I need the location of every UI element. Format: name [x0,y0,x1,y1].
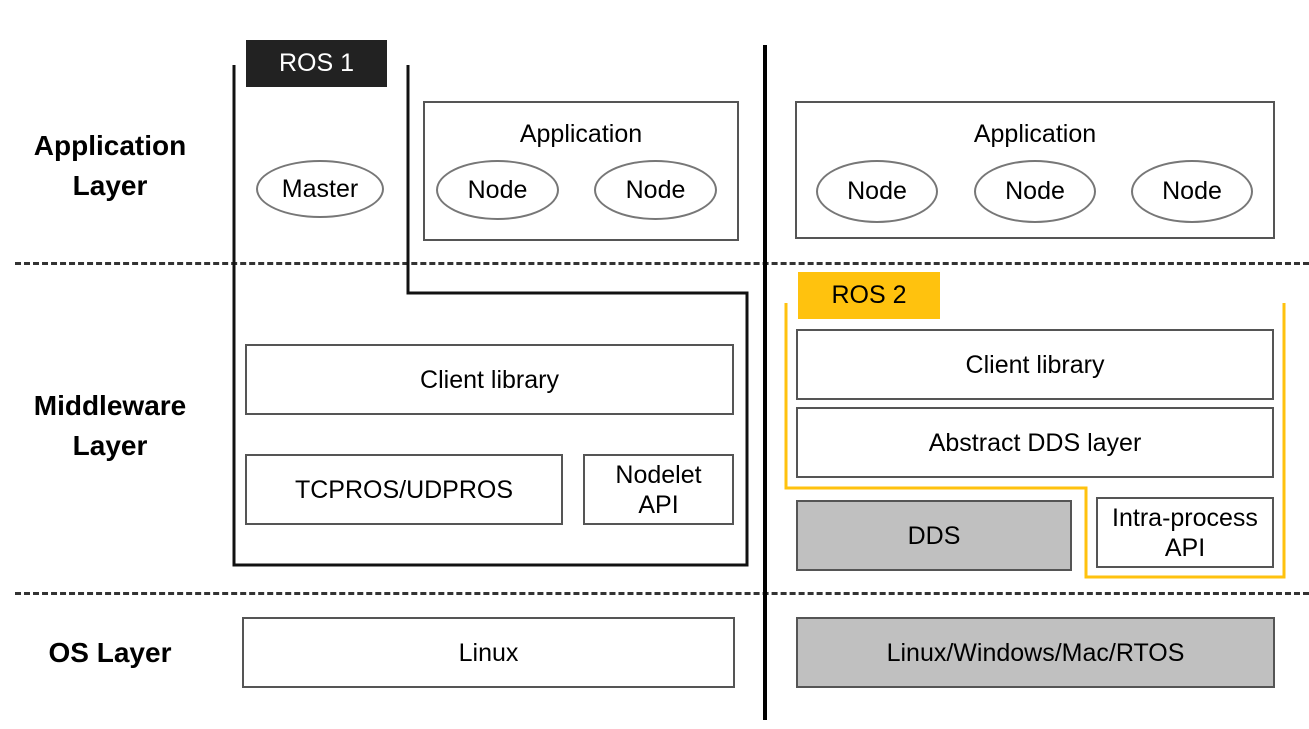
os-layer-label: OS Layer [48,637,172,668]
ros2-dds: DDS [796,500,1072,571]
ros1-node-1: Node [436,160,559,220]
ros1-master-node: Master [256,160,384,218]
middleware-layer-label-line2: Layer [72,430,148,461]
ros2-intra-process-api-line1: Intra-process [1112,503,1258,532]
middleware-layer-label: Middleware Layer [10,386,210,466]
ros2-node-3: Node [1131,160,1253,223]
ros2-node-1: Node [816,160,938,223]
ros2-intra-process-api-line2: API [1164,533,1206,562]
ros2-intra-process-api: Intra-process API [1096,497,1274,568]
ros2-application-title: Application [973,120,1097,148]
ros2-client-library: Client library [796,329,1274,400]
ros1-tag: ROS 1 [246,40,387,87]
layer-divider-middleware-os [15,592,1309,595]
ros1-ros2-divider [763,45,767,720]
ros1-nodelet-api: Nodelet API [583,454,734,525]
ros1-os-linux: Linux [242,617,735,688]
ros1-nodelet-api-line2: API [638,490,679,519]
ros1-node-2: Node [594,160,717,220]
application-layer-label-line2: Layer [72,170,148,201]
ros2-node-2: Node [974,160,1096,223]
ros2-os: Linux/Windows/Mac/RTOS [796,617,1275,688]
ros2-boundary [784,303,1286,579]
ros2-abstract-dds-layer: Abstract DDS layer [796,407,1274,478]
ros1-client-library: Client library [245,344,734,415]
application-layer-label-line1: Application [33,130,187,161]
ros1-nodelet-api-line1: Nodelet [615,460,702,489]
ros1-application-title: Application [519,120,643,148]
ros1-transport: TCPROS/UDPROS [245,454,563,525]
application-layer-label: Application Layer [10,126,210,206]
middleware-layer-label-line1: Middleware [33,390,187,421]
layer-divider-app-middleware [15,262,1309,265]
ros2-tag: ROS 2 [798,272,940,319]
